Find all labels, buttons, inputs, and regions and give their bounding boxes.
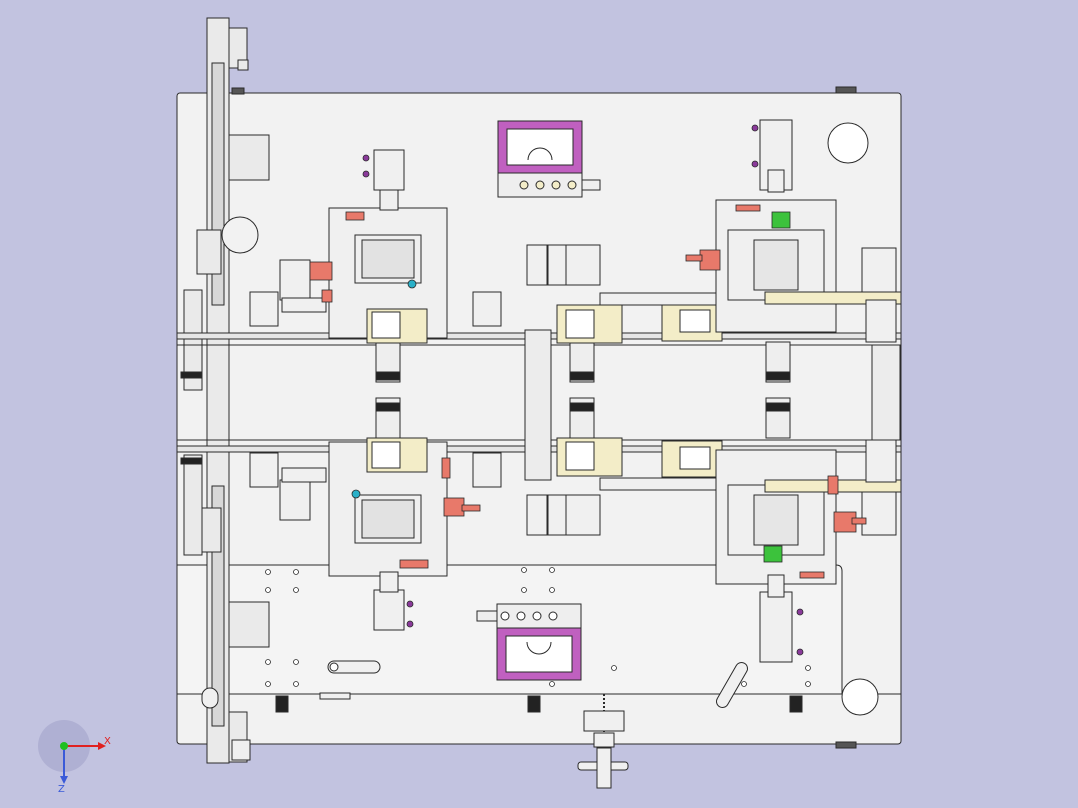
conveyor-rails: [176, 329, 902, 481]
x-axis-label: X: [104, 736, 111, 747]
station-upper-right: [715, 119, 902, 343]
bottom-mechanism: [201, 86, 857, 789]
station-lower-left: [249, 437, 502, 631]
rail-sliders: [375, 341, 791, 439]
z-axis-label: Z: [58, 784, 65, 795]
left-rail: [183, 17, 270, 764]
station-upper-left: [249, 149, 502, 344]
indicator-panel-bottom: [476, 603, 582, 681]
pneumatic-fittings: [309, 124, 867, 656]
bolt-holes: [265, 567, 811, 687]
indicator-panel-top: [497, 120, 601, 198]
coordinate-triad: X Z: [38, 720, 111, 795]
